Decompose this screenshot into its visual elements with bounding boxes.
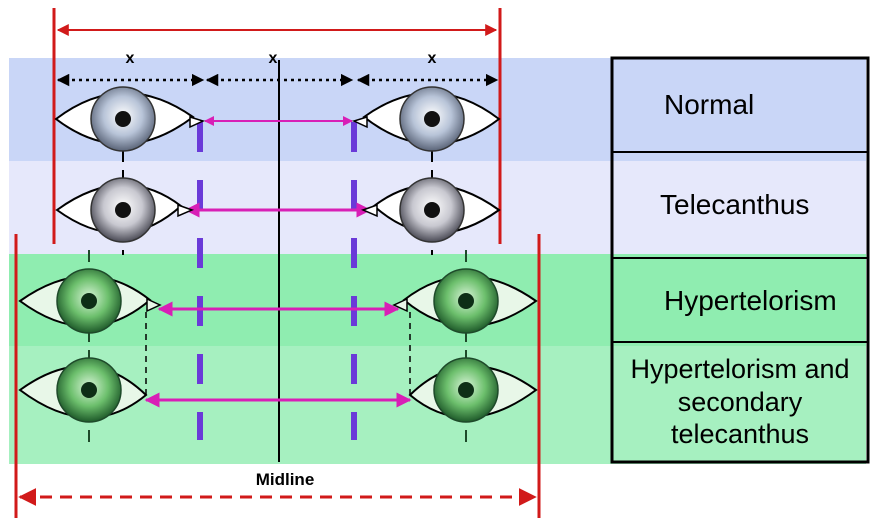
eye-telecanthus-right — [360, 177, 501, 243]
eye-normal-left — [54, 86, 206, 152]
row-label-telecanthus-text: Telecanthus — [660, 189, 810, 220]
x-label-right: x — [428, 50, 437, 67]
row-label-hypertelorism: Hypertelorism — [614, 262, 866, 340]
row-label-normal: Normal — [614, 62, 866, 148]
eye-hypertelorism-secondary-left — [18, 357, 148, 423]
row-label-hypertelorism-text: Hypertelorism — [664, 285, 837, 316]
eye-normal-right — [351, 86, 501, 152]
row-label-normal-text: Normal — [664, 89, 755, 120]
x-label-middle: x — [269, 50, 278, 67]
eye-hypertelorism-secondary-right — [408, 357, 538, 423]
row-label-hypertelorism-secondary-text: Hypertelorism and secondary telecanthus — [630, 354, 850, 450]
eye-hypertelorism-left — [18, 268, 162, 334]
eye-hypertelorism-right — [392, 268, 538, 334]
label-table-bg — [610, 56, 870, 464]
midline-label: Midline — [256, 470, 315, 489]
x-label-left: x — [126, 50, 135, 67]
eye-telecanthus-left — [55, 177, 195, 243]
row-label-telecanthus: Telecanthus — [614, 156, 866, 254]
row-label-hypertelorism-secondary: Hypertelorism and secondary telecanthus — [614, 344, 866, 460]
